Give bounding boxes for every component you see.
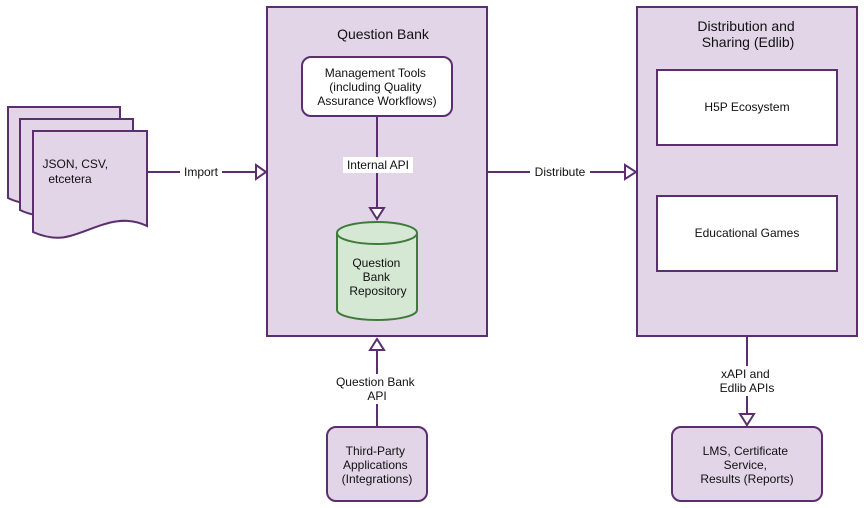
arrowhead-icon xyxy=(255,163,268,181)
lms-box: LMS, Certificate Service, Results (Repor… xyxy=(671,426,823,502)
import-edge: Import xyxy=(148,163,268,181)
distribution-container: Distribution and Sharing (Edlib) xyxy=(636,6,858,337)
distribute-label: Distribute xyxy=(535,165,586,179)
arrowhead-icon xyxy=(368,207,386,221)
source-files-stack: JSON, CSV, etcetera xyxy=(7,106,148,239)
distribution-title: Distribution and Sharing (Edlib) xyxy=(697,18,798,50)
educational-games-label: Educational Games xyxy=(695,226,800,240)
source-files-label: JSON, CSV, etcetera xyxy=(43,157,112,186)
document-shape-front xyxy=(32,130,148,239)
question-bank-api-edge: Question Bank API xyxy=(334,337,420,427)
h5p-ecosystem-label: H5P Ecosystem xyxy=(704,100,789,114)
third-party-apps-label: Third-Party Applications (Integrations) xyxy=(342,444,413,486)
repository-label: Question Bank Repository xyxy=(349,256,406,298)
educational-games-box: Educational Games xyxy=(656,195,838,272)
lms-label: LMS, Certificate Service, Results (Repor… xyxy=(700,444,793,486)
management-tools-box: Management Tools (including Quality Assu… xyxy=(301,56,453,117)
internal-api-edge: Internal API xyxy=(343,116,413,221)
xapi-edge: xAPI and Edlib APIs xyxy=(713,337,781,427)
xapi-label: xAPI and Edlib APIs xyxy=(720,367,775,395)
distribute-edge: Distribute xyxy=(488,163,638,181)
arrowhead-icon xyxy=(368,337,386,351)
question-bank-api-label: Question Bank API xyxy=(336,375,418,403)
internal-api-label: Internal API xyxy=(347,158,409,172)
h5p-ecosystem-box: H5P Ecosystem xyxy=(656,69,838,146)
import-label: Import xyxy=(184,165,219,179)
arrowhead-icon xyxy=(624,163,638,181)
arrowhead-icon xyxy=(738,413,756,427)
third-party-apps-box: Third-Party Applications (Integrations) xyxy=(326,426,428,502)
question-bank-title: Question Bank xyxy=(337,26,430,42)
repository-database: Question Bank Repository xyxy=(336,221,418,321)
management-tools-label: Management Tools (including Quality Assu… xyxy=(317,66,436,108)
